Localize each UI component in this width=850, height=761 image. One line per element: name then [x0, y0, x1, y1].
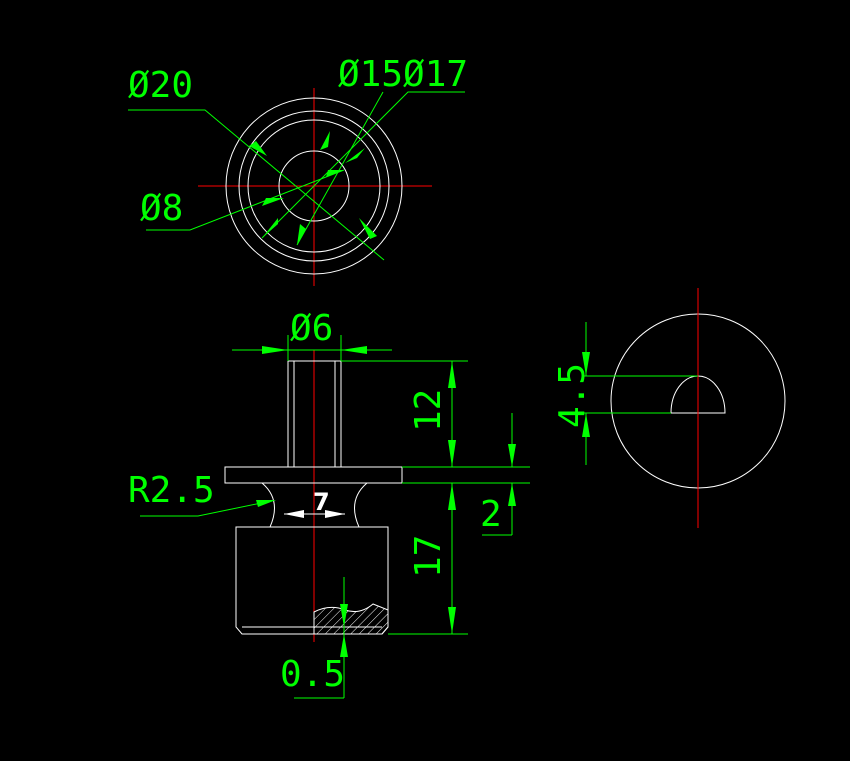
dim-7-arrow-left	[284, 510, 304, 518]
dim-12-arrow-top	[448, 361, 456, 388]
front-view: Ø6 12 2 17 R2.5 7 0.	[128, 308, 530, 699]
label-d15d17: Ø15Ø17	[338, 54, 468, 95]
arrow-r25	[256, 500, 276, 507]
side-view: 4.5	[552, 288, 786, 528]
label-12: 12	[408, 389, 449, 432]
arrow-d8-a	[262, 198, 284, 206]
circle-d20	[225, 97, 403, 275]
leader-r25	[140, 501, 267, 517]
groove-right-arc	[354, 482, 368, 528]
label-d20: Ø20	[128, 65, 193, 106]
leader-d17	[261, 91, 465, 239]
dim-05-arrow-bottom	[340, 634, 348, 657]
label-2: 2	[480, 494, 502, 535]
d-hole	[670, 375, 726, 414]
flange	[224, 466, 403, 484]
label-17: 17	[408, 535, 449, 578]
dim-d6-arrow-left	[262, 346, 288, 354]
label-7: 7	[313, 488, 330, 516]
label-r25: R2.5	[128, 470, 215, 511]
dim-d6-arrow-right	[341, 346, 367, 354]
arrow-d17-a	[345, 148, 365, 163]
dim-7-arrow-right	[325, 510, 345, 518]
section-hatch	[313, 603, 389, 635]
arrow-d20-b	[359, 218, 377, 239]
dim-2-arrow-top	[508, 444, 516, 467]
label-05: 0.5	[280, 654, 345, 695]
leader-d15	[296, 91, 384, 246]
arrow-d8-b	[326, 170, 344, 177]
dim-2-arrow-bottom	[508, 483, 516, 506]
dim-45-arrow-bottom	[582, 413, 590, 437]
dim-05-arrow-top	[340, 604, 348, 627]
arrow-d15-b	[297, 224, 306, 245]
dim-17-arrow-bottom	[448, 607, 456, 634]
circle-d15	[247, 119, 381, 253]
dim-12-arrow-bottom	[448, 440, 456, 467]
top-view: Ø20 Ø15Ø17 Ø8	[128, 54, 468, 286]
label-d6: Ø6	[290, 308, 333, 349]
leader-d20	[128, 109, 385, 261]
arrow-d15-a	[320, 131, 330, 150]
groove-left-arc	[261, 482, 275, 528]
label-45: 4.5	[552, 363, 593, 428]
label-d8: Ø8	[140, 188, 183, 229]
circle-d17	[238, 110, 390, 262]
circle-d8	[278, 150, 350, 222]
arrow-d17-b	[262, 218, 278, 238]
arrow-d20-a	[249, 141, 267, 156]
dim-45-arrow-top	[582, 352, 590, 376]
dim-17-arrow-top	[448, 483, 456, 510]
leader-d8	[146, 169, 345, 231]
